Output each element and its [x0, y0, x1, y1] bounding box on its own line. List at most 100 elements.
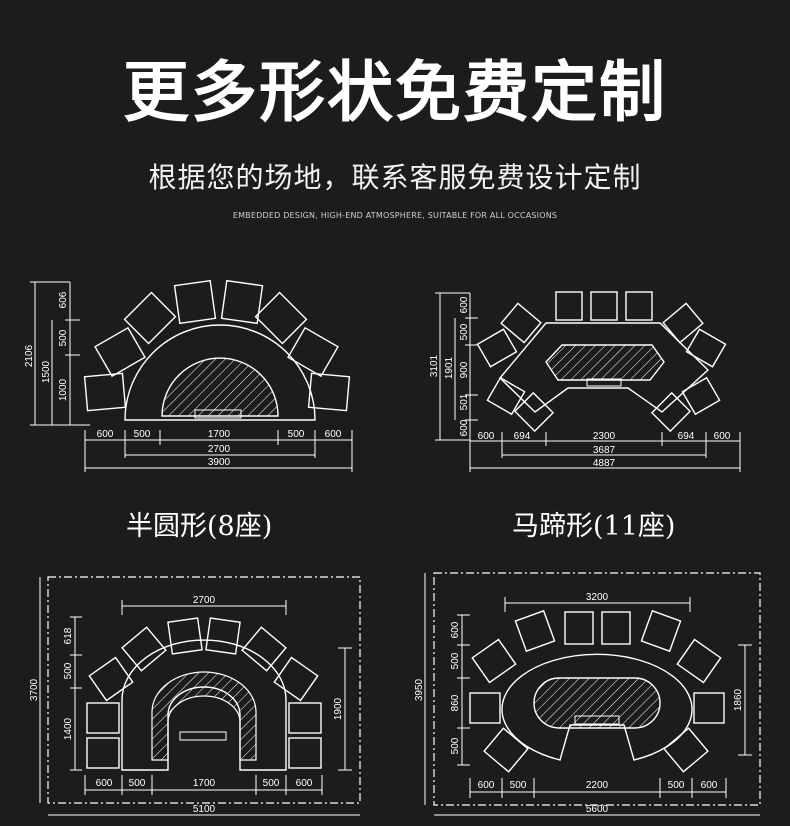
seat: [123, 291, 177, 345]
seat: [469, 692, 501, 724]
dim-label: 3950: [414, 678, 425, 701]
oval-cabinet: [574, 715, 620, 725]
semicircle-seats: [83, 279, 351, 412]
seat: [662, 302, 704, 344]
seat: [220, 279, 264, 325]
ushape-cabinet: [179, 731, 227, 741]
dim-label: 500: [129, 778, 146, 789]
seat: [173, 279, 217, 325]
page-title: 更多形状免费定制: [119, 52, 671, 134]
dim-label: 600: [701, 780, 718, 791]
diagram-horseshoe: 3101 1901 600 500 900 501 600 600 694 23…: [429, 291, 741, 472]
dim-label: 500: [263, 778, 280, 789]
title-block: 更多形状免费定制: [0, 52, 790, 134]
dim-label: 1901: [444, 356, 455, 379]
dim-label: 3900: [208, 457, 231, 468]
dim-label: 618: [63, 627, 74, 644]
dim-label: 600: [714, 431, 731, 442]
dim-label: 600: [478, 780, 495, 791]
seat: [663, 727, 709, 773]
oval-seats: [469, 609, 725, 773]
dim-label: 4887: [593, 458, 616, 469]
dim-label: 1900: [333, 697, 344, 720]
dim-label: 3687: [593, 445, 616, 456]
horseshoe-hatched-inner: [545, 344, 665, 381]
dim-label: 1700: [208, 429, 231, 440]
seat: [167, 617, 203, 655]
seat: [94, 326, 146, 378]
dim-label: 1000: [58, 378, 69, 401]
dim-label: 900: [459, 361, 470, 378]
dim-label: 860: [450, 694, 461, 711]
seat: [676, 638, 722, 684]
page-subtitle: 根据您的场地，联系客服免费设计定制: [148, 161, 642, 194]
diagram-oval: 3200 3950 600 500 860 500 1860 600 500 2…: [414, 572, 761, 816]
seat: [685, 328, 727, 368]
dim-label: 2700: [193, 595, 216, 606]
seat: [288, 737, 322, 769]
dim-label: 500: [288, 429, 305, 440]
seat: [476, 328, 518, 368]
page-title-text: 更多形状免费定制: [123, 54, 667, 131]
room-boundary: [47, 576, 361, 804]
seat: [500, 302, 542, 344]
dim-label: 694: [678, 431, 695, 442]
seat: [640, 609, 682, 653]
caption-semicircle: 半圆形(8座): [126, 511, 273, 542]
dim-label: 500: [668, 780, 685, 791]
seat: [681, 376, 721, 416]
seat: [254, 291, 308, 345]
seat: [307, 372, 351, 412]
seat: [564, 611, 594, 645]
horseshoe-cabinet: [586, 378, 622, 387]
dim-label: 600: [459, 296, 470, 313]
caption-horseshoe: 马蹄形(11座): [512, 511, 676, 542]
dim-label: 1400: [63, 717, 74, 740]
seat: [555, 291, 583, 321]
seat: [288, 702, 322, 734]
seat: [486, 376, 526, 416]
seat: [483, 727, 529, 773]
semicircle-cabinet: [194, 409, 242, 419]
seat: [693, 692, 725, 724]
dim-label: 600: [325, 429, 342, 440]
seat: [83, 372, 127, 412]
dim-label: 500: [450, 737, 461, 754]
dim-label: 3200: [586, 592, 609, 603]
seat: [471, 638, 517, 684]
dim-label: 500: [459, 323, 470, 340]
seat: [86, 737, 120, 769]
dim-label: 501: [459, 393, 470, 410]
dim-label: 600: [478, 431, 495, 442]
dim-label: 600: [450, 621, 461, 638]
dim-label: 500: [510, 780, 527, 791]
dim-label: 600: [296, 778, 313, 789]
dim-label: 600: [97, 429, 114, 440]
seat: [513, 391, 555, 433]
dim-label: 600: [459, 419, 470, 436]
dim-label: 500: [134, 429, 151, 440]
ushape-table-outer: [121, 639, 287, 771]
dim-label: 1500: [41, 360, 52, 383]
seat: [601, 611, 631, 645]
horseshoe-seats: [476, 291, 727, 433]
dim-label: 2700: [208, 444, 231, 455]
dim-label: 606: [58, 291, 69, 308]
dim-label: 600: [96, 778, 113, 789]
dim-label: 1700: [193, 778, 216, 789]
dim-label: 1860: [733, 688, 744, 711]
seat: [88, 656, 134, 702]
dim-label: 500: [58, 329, 69, 346]
seat: [241, 626, 287, 672]
seat: [86, 702, 120, 734]
dim-label: 5600: [586, 804, 609, 815]
oval-hatched-inner: [533, 677, 661, 729]
dim-label: 3700: [29, 678, 40, 701]
seat: [650, 391, 692, 433]
ushape-seats: [86, 617, 322, 769]
dim-label: 5100: [193, 804, 216, 815]
dim-label: 3101: [429, 354, 440, 377]
dim-label: 2300: [593, 431, 616, 442]
seat: [590, 291, 618, 321]
